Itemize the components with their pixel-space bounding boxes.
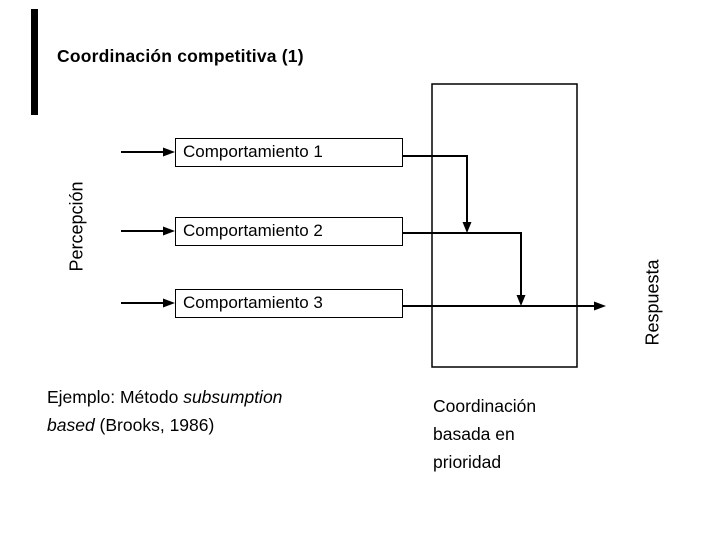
left-edge-mark	[31, 9, 38, 115]
priority-caption-line-3: prioridad	[433, 452, 502, 472]
slide-title: Coordinación competitiva (1)	[57, 46, 304, 66]
behavior-box-2: Comportamiento 2	[175, 217, 403, 246]
response-axis-label: Respuesta	[642, 259, 663, 346]
example-caption-line-1: Ejemplo: Método subsumption	[47, 387, 283, 407]
priority-caption-line-2: basada en	[433, 424, 515, 444]
priority-connector-1	[403, 155, 472, 233]
example-caption: Ejemplo: Método subsumption based (Brook…	[47, 383, 282, 439]
input-arrow-3	[121, 298, 175, 308]
output-arrow	[403, 301, 606, 311]
behavior-box-3: Comportamiento 3	[175, 289, 403, 318]
coordination-box	[431, 83, 578, 368]
priority-connector-2	[403, 232, 526, 306]
input-arrow-1	[121, 147, 175, 157]
perception-axis-label: Percepción	[66, 181, 87, 272]
behavior-box-1: Comportamiento 1	[175, 138, 403, 167]
priority-caption: Coordinación basada en prioridad	[433, 392, 536, 476]
example-caption-line-2: based (Brooks, 1986)	[47, 415, 215, 435]
priority-caption-line-1: Coordinación	[433, 396, 537, 416]
input-arrow-2	[121, 226, 175, 236]
